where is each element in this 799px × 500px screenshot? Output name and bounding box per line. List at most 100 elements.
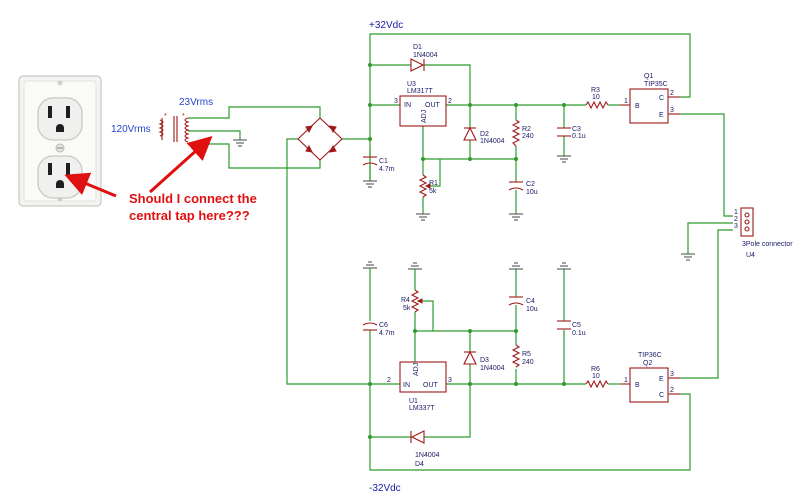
r3-value: 10 [592,94,600,101]
connector-u4 [740,207,754,237]
c3-value: 0.1u [572,133,586,140]
u1-adj-pin: ADJ [413,363,420,376]
u1-out-pin: OUT [423,382,439,389]
potentiometer-r1 [418,174,431,198]
question-line-1: Should I connect the [129,191,257,206]
ground-symbols [233,139,695,298]
u3-ref: U3 [407,81,416,88]
svg-text:*: * [164,113,167,120]
transistor-q1 [620,88,680,124]
capacitor-c3 [557,127,571,137]
d2-value: 1N4004 [480,138,505,145]
u4-pin-3: 3 [734,223,738,230]
q2-emitter: E [659,376,664,383]
r4-value: 5k [403,305,411,312]
question-line-2: central tap here??? [129,208,250,223]
capacitor-c6 [362,322,378,331]
circuit-wires [188,33,733,471]
d2-ref: D2 [480,131,489,138]
u3-pin-2: 2 [448,98,452,105]
negative-rail-label: -32Vdc [369,483,401,494]
resistor-r3 [585,100,609,110]
u3-adj-pin: ADJ [421,110,428,123]
u4-pin-2: 2 [734,216,738,223]
resistor-r5 [511,344,521,368]
capacitor-c1 [362,156,378,166]
c1-value: 4.7m [379,166,395,173]
c4-value: 10u [526,306,538,313]
u1-ref: U1 [409,398,418,405]
capacitor-c4 [508,296,524,306]
resistor-r2 [511,119,521,147]
c5-ref: C5 [572,322,581,329]
diode-d4 [410,430,425,444]
transistor-q2 [620,367,680,403]
q1-pin-1: 1 [624,98,628,105]
c1-ref: C1 [379,158,388,165]
r1-value: 5k [429,188,437,195]
q2-ref: Q2 [643,360,652,367]
u3-out-pin: OUT [425,102,441,109]
c2-ref: C2 [526,181,535,188]
q2-base: B [635,382,640,389]
r6-ref: R6 [591,366,600,373]
c5-value: 0.1u [572,330,586,337]
positive-rail-label: +32Vdc [369,20,403,31]
r6-value: 10 [592,373,600,380]
regulator-u1 [399,361,447,393]
junction-dots [368,63,566,439]
d3-ref: D3 [480,357,489,364]
u3-pin-3: 3 [394,98,398,105]
r5-ref: R5 [522,351,531,358]
u3-in-pin: IN [404,102,411,109]
c4-ref: C4 [526,298,535,305]
u3-value: LM317T [407,88,433,95]
r2-ref: R2 [522,126,531,133]
c6-value: 4.7m [379,330,395,337]
capacitor-c5 [557,320,571,330]
q1-emitter: E [659,112,664,119]
q1-collector: C [659,95,664,102]
d3-value: 1N4004 [480,365,505,372]
bridge-rectifier [297,117,343,161]
q2-pin-3: 3 [670,371,674,378]
u1-pin-2: 2 [387,377,391,384]
q1-pin-3: 3 [670,107,674,114]
svg-text:*: * [182,113,185,120]
u4-pin-1: 1 [734,209,738,216]
potentiometer-r4 [410,289,423,313]
r3-ref: R3 [591,87,600,94]
u1-value: LM337T [409,405,435,412]
r2-value: 240 [522,133,534,140]
annotation-arrows [64,135,213,198]
regulator-u3 [399,95,447,127]
q2-pin-2: 2 [670,387,674,394]
resistor-r6 [585,379,609,389]
q1-ref: Q1 [644,73,653,80]
d4-ref: D4 [415,461,424,468]
diode-d2 [463,126,477,141]
d1-value: 1N4004 [413,52,438,59]
r5-value: 240 [522,359,534,366]
d4-value: 1N4004 [415,452,440,459]
r1-ref: R1 [429,180,438,187]
u4-ref: U4 [746,252,755,259]
secondary-voltage-label: 23Vrms [179,97,213,108]
q1-base: B [635,103,640,110]
u1-pin-3: 3 [448,377,452,384]
q1-pin-2: 2 [670,90,674,97]
wall-outlet-image [18,75,102,207]
c6-ref: C6 [379,322,388,329]
diode-d1 [410,58,425,72]
c2-value: 10u [526,189,538,196]
u1-in-pin: IN [403,382,410,389]
r4-ref: R4 [401,297,410,304]
q2-value: TIP36C [638,352,662,359]
u4-value: 3Pole connector [742,241,793,248]
capacitor-c2 [508,181,524,191]
input-voltage-label: 120Vrms [111,124,151,135]
q1-value: TIP35C [644,81,668,88]
d1-ref: D1 [413,44,422,51]
q2-pin-1: 1 [624,377,628,384]
